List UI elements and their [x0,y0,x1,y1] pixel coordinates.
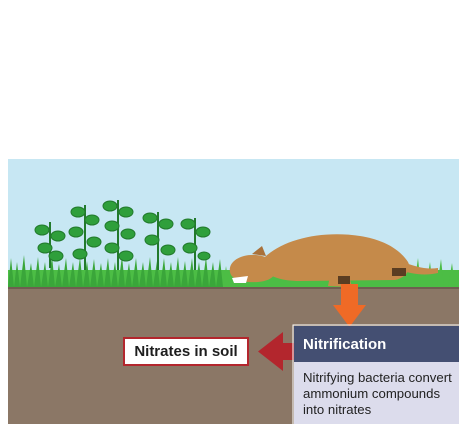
process-title-text: Nitrification [303,335,387,353]
nitrates-in-soil-label: Nitrates in soil [123,337,249,366]
shrubs [34,200,211,270]
process-description: Nitrifying bacteria convert ammonium com… [294,362,459,424]
process-box-outline [292,324,461,426]
process-title: Nitrification [294,326,459,362]
dead-animal [229,234,438,287]
downward-arrow [333,284,366,327]
